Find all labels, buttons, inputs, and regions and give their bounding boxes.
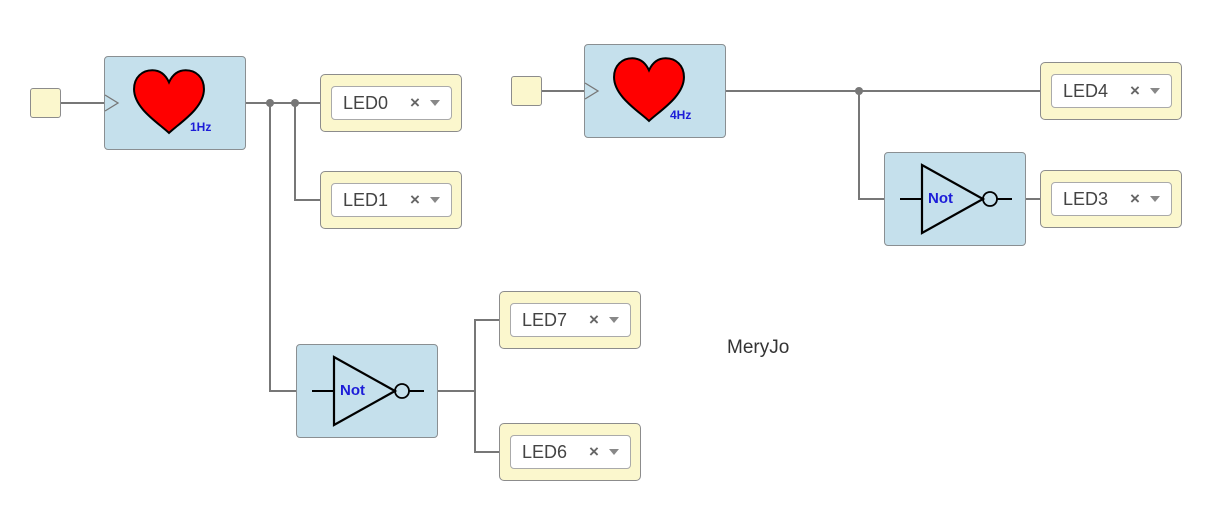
wire-junction	[855, 87, 863, 95]
clock-input-marker-icon	[104, 94, 120, 112]
chevron-down-icon[interactable]	[430, 100, 440, 106]
output-pin-block[interactable]: LED4 ×	[1040, 62, 1182, 120]
clock-input-marker-icon	[584, 82, 600, 100]
output-pin-block[interactable]: LED7 ×	[499, 291, 641, 349]
not-gate-label: Not	[928, 190, 953, 207]
not-gate-triangle	[920, 163, 986, 235]
output-pin-value: LED7	[522, 310, 568, 330]
output-branch-wire[interactable]	[474, 391, 499, 453]
output-pin-value: LED1	[343, 190, 389, 210]
clear-icon[interactable]: ×	[410, 190, 420, 209]
output-pin-select[interactable]: LED1 ×	[331, 183, 452, 217]
chevron-down-icon[interactable]	[1150, 196, 1160, 202]
info-comment[interactable]: MeryJo	[727, 337, 790, 358]
clock-block[interactable]: 1Hz	[104, 56, 246, 150]
not-gate-block[interactable]: Not	[296, 344, 438, 438]
heart-icon	[131, 68, 207, 136]
output-pin-select[interactable]: LED6 ×	[510, 435, 631, 469]
chevron-down-icon[interactable]	[1150, 88, 1160, 94]
output-pin-select[interactable]: LED3 ×	[1051, 182, 1172, 216]
heart-icon	[611, 56, 687, 124]
wire-junction	[266, 99, 274, 107]
clear-icon[interactable]: ×	[589, 310, 599, 329]
not-gate-label: Not	[340, 382, 365, 399]
not-gate-input-wire[interactable]	[858, 91, 884, 200]
output-pin-select[interactable]: LED4 ×	[1051, 74, 1172, 108]
clear-icon[interactable]: ×	[410, 93, 420, 112]
output-pin-block[interactable]: LED0 ×	[320, 74, 462, 132]
not-gate-icon	[900, 163, 1012, 235]
not-gate-triangle	[332, 355, 398, 427]
output-pin-select[interactable]: LED0 ×	[331, 86, 452, 120]
not-gate-block[interactable]: Not	[884, 152, 1026, 246]
clock-frequency-label: 4Hz	[670, 108, 692, 122]
output-pin-value: LED0	[343, 93, 389, 113]
chevron-down-icon[interactable]	[609, 317, 619, 323]
clear-icon[interactable]: ×	[1130, 189, 1140, 208]
output-pin-block[interactable]: LED6 ×	[499, 423, 641, 481]
clock-input-port[interactable]	[511, 76, 542, 106]
clock-frequency-label: 1Hz	[190, 120, 212, 134]
output-branch-wire[interactable]	[474, 319, 499, 391]
output-pin-block[interactable]: LED3 ×	[1040, 170, 1182, 228]
chevron-down-icon[interactable]	[430, 197, 440, 203]
not-gate-input-wire[interactable]	[269, 103, 296, 392]
chevron-down-icon[interactable]	[609, 449, 619, 455]
output-pin-value: LED3	[1063, 189, 1109, 209]
clear-icon[interactable]: ×	[589, 442, 599, 461]
clock-block[interactable]: 4Hz	[584, 44, 726, 138]
output-pin-select[interactable]: LED7 ×	[510, 303, 631, 337]
output-pin-value: LED4	[1063, 81, 1109, 101]
output-branch-wire[interactable]	[294, 103, 320, 201]
clock-input-port[interactable]	[30, 88, 61, 118]
wire-junction	[291, 99, 299, 107]
output-pin-value: LED6	[522, 442, 568, 462]
output-pin-block[interactable]: LED1 ×	[320, 171, 462, 229]
clear-icon[interactable]: ×	[1130, 81, 1140, 100]
not-gate-icon	[312, 355, 424, 427]
